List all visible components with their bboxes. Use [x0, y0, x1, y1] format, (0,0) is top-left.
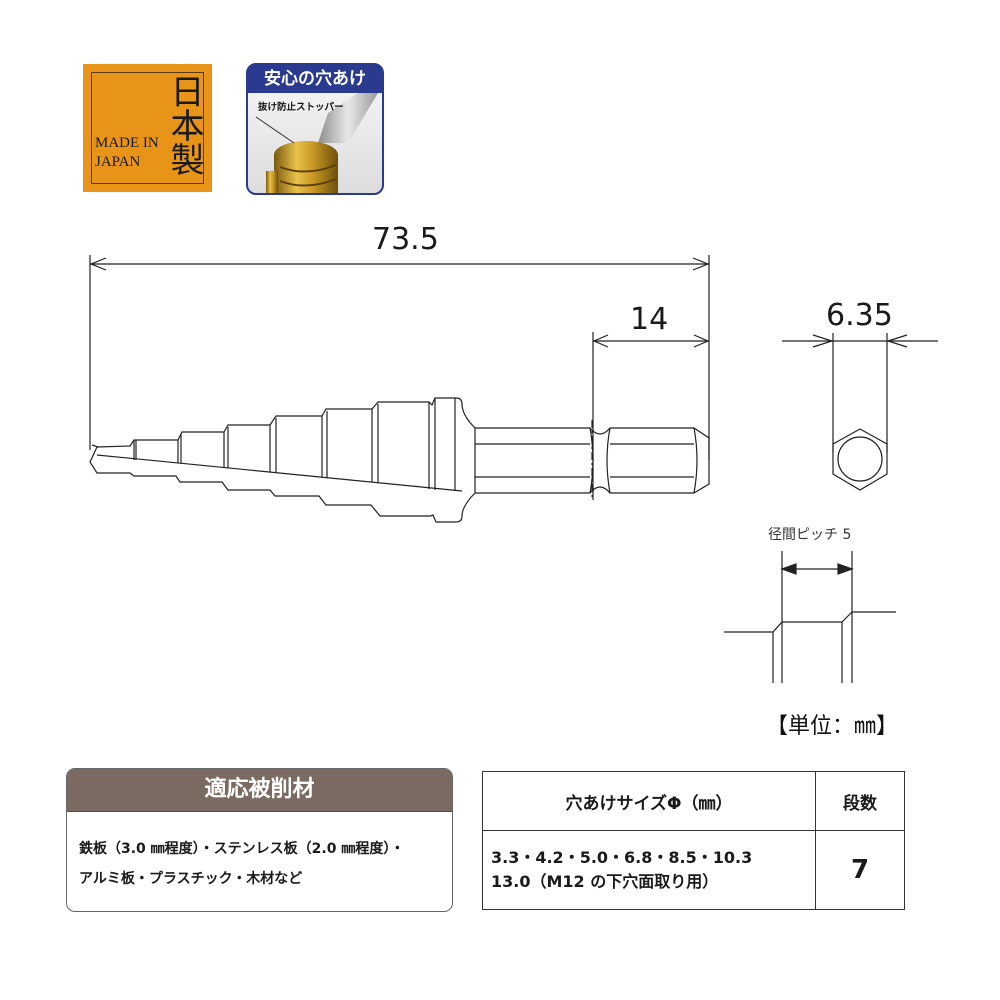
hole-sizes-cell: 3.3・4.2・5.0・6.8・8.5・10.3 13.0（M12 の下穴面取り… — [482, 830, 816, 910]
hole-sizes-line-1: 3.3・4.2・5.0・6.8・8.5・10.3 — [491, 848, 753, 867]
applicable-materials-panel: 適応被削材 鉄板（3.0 ㎜程度）・ステンレス板（2.0 ㎜程度）・ アルミ板・… — [66, 768, 453, 912]
hole-sizes-line-2: 13.0（M12 の下穴面取り用） — [491, 872, 719, 891]
badge-english-line1: MADE IN — [95, 135, 159, 151]
dimension-drawing — [89, 255, 938, 683]
drill-size-table: 穴あけサイズΦ（㎜） 段数 3.3・4.2・5.0・6.8・8.5・10.3 1… — [482, 771, 905, 910]
stopper-photo: 抜け防止ストッパー — [248, 93, 382, 193]
badge-frame — [91, 72, 204, 184]
header-hole-size: 穴あけサイズΦ（㎜） — [482, 771, 816, 831]
badge-english: MADE IN JAPAN — [95, 134, 159, 172]
arrow-right-icon — [692, 257, 710, 271]
arrow-left-icon — [89, 257, 107, 271]
safe-drilling-badge: 安心の穴あけ — [246, 63, 384, 195]
header-steps: 段数 — [815, 771, 905, 831]
table-header-row: 穴あけサイズΦ（㎜） 段数 — [482, 771, 905, 831]
badge-title: 安心の穴あけ — [264, 69, 366, 89]
overall-length-label: 73.5 — [372, 222, 439, 257]
hex-length-label: 14 — [630, 302, 669, 337]
steps-cell: 7 — [815, 830, 905, 910]
unit-label: 【単位：㎜】 — [766, 714, 899, 739]
made-in-japan-badge: 日本製 MADE IN JAPAN — [83, 64, 212, 192]
badge-english-line2: JAPAN — [95, 154, 141, 170]
table-row: 3.3・4.2・5.0・6.8・8.5・10.3 13.0（M12 の下穴面取り… — [482, 830, 905, 910]
drill-stopper-illustration — [255, 93, 378, 193]
materials-header: 適応被削材 — [67, 769, 452, 812]
pitch-label: 径間ピッチ 5 — [768, 527, 852, 543]
hex-width-label: 6.35 — [826, 298, 893, 333]
badge-kanji: 日本製 — [164, 74, 204, 176]
materials-line-2: アルミ板・プラスチック・木材など — [79, 871, 303, 887]
materials-line-1: 鉄板（3.0 ㎜程度）・ステンレス板（2.0 ㎜程度）・ — [79, 841, 405, 857]
materials-body: 鉄板（3.0 ㎜程度）・ステンレス板（2.0 ㎜程度）・ アルミ板・プラスチック… — [67, 812, 452, 894]
stopper-callout: 抜け防止ストッパー — [258, 102, 344, 113]
